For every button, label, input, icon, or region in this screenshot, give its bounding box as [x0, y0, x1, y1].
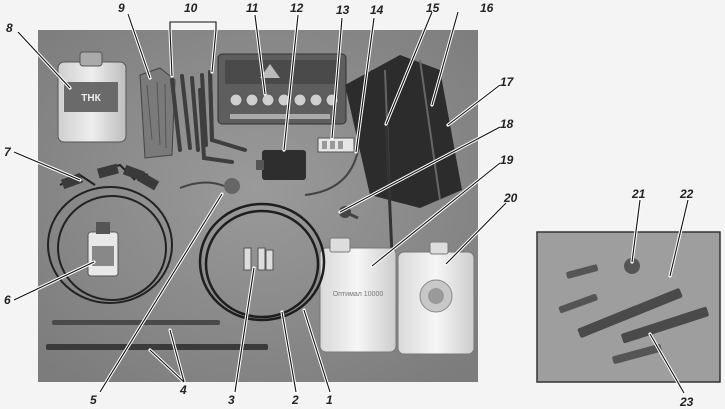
work-gloves: [139, 67, 176, 159]
fluid-bottle: [87, 222, 119, 277]
callout-22: 22: [679, 187, 694, 201]
callout-12: 12: [290, 1, 304, 15]
callout-5: 5: [90, 393, 97, 407]
callout-17: 17: [500, 75, 515, 89]
callout-7: 7: [4, 145, 12, 159]
leader-lines-dark: [13, 11, 689, 394]
callout-15: 15: [426, 1, 440, 15]
callout-2: 2: [291, 393, 299, 407]
cable-clamps: [60, 163, 160, 191]
socket-set-box: [217, 53, 347, 125]
callout-8: 8: [6, 21, 13, 35]
callout-23: 23: [679, 395, 694, 409]
pry-bars: [46, 320, 268, 350]
relay-block: [256, 150, 306, 180]
callout-14: 14: [370, 3, 384, 17]
callout-11: 11: [246, 1, 259, 15]
fuses: [317, 137, 355, 153]
hose-coil: [198, 202, 326, 322]
oil-canister: ТНК: [57, 51, 127, 143]
fuel-canister: [397, 241, 475, 355]
callout-21: 21: [631, 187, 646, 201]
callout-19: 19: [500, 153, 514, 167]
callout-6: 6: [4, 293, 11, 307]
callout-20: 20: [503, 191, 518, 205]
callout-3: 3: [228, 393, 235, 407]
callout-18: 18: [500, 117, 514, 131]
callout-16: 16: [480, 1, 494, 15]
callout-13: 13: [336, 3, 350, 17]
callout-4: 4: [179, 383, 187, 397]
inset-tools: [558, 258, 709, 364]
callout-1: 1: [326, 393, 333, 407]
oil-canister-brand: ТНК: [81, 93, 101, 104]
callout-numbers: 1 2 3 4 5 6 7 8 9 10 11 12 13 14 15 16 1…: [4, 1, 694, 409]
wrench-set: [170, 70, 247, 164]
canister-1-label: Оптимал 10000: [333, 291, 384, 298]
callout-10: 10: [184, 1, 198, 15]
sensor: [179, 178, 240, 194]
callout-9: 9: [118, 1, 125, 15]
water-canister: Оптимал 10000: [319, 237, 397, 353]
spark-plugs: [243, 247, 274, 271]
